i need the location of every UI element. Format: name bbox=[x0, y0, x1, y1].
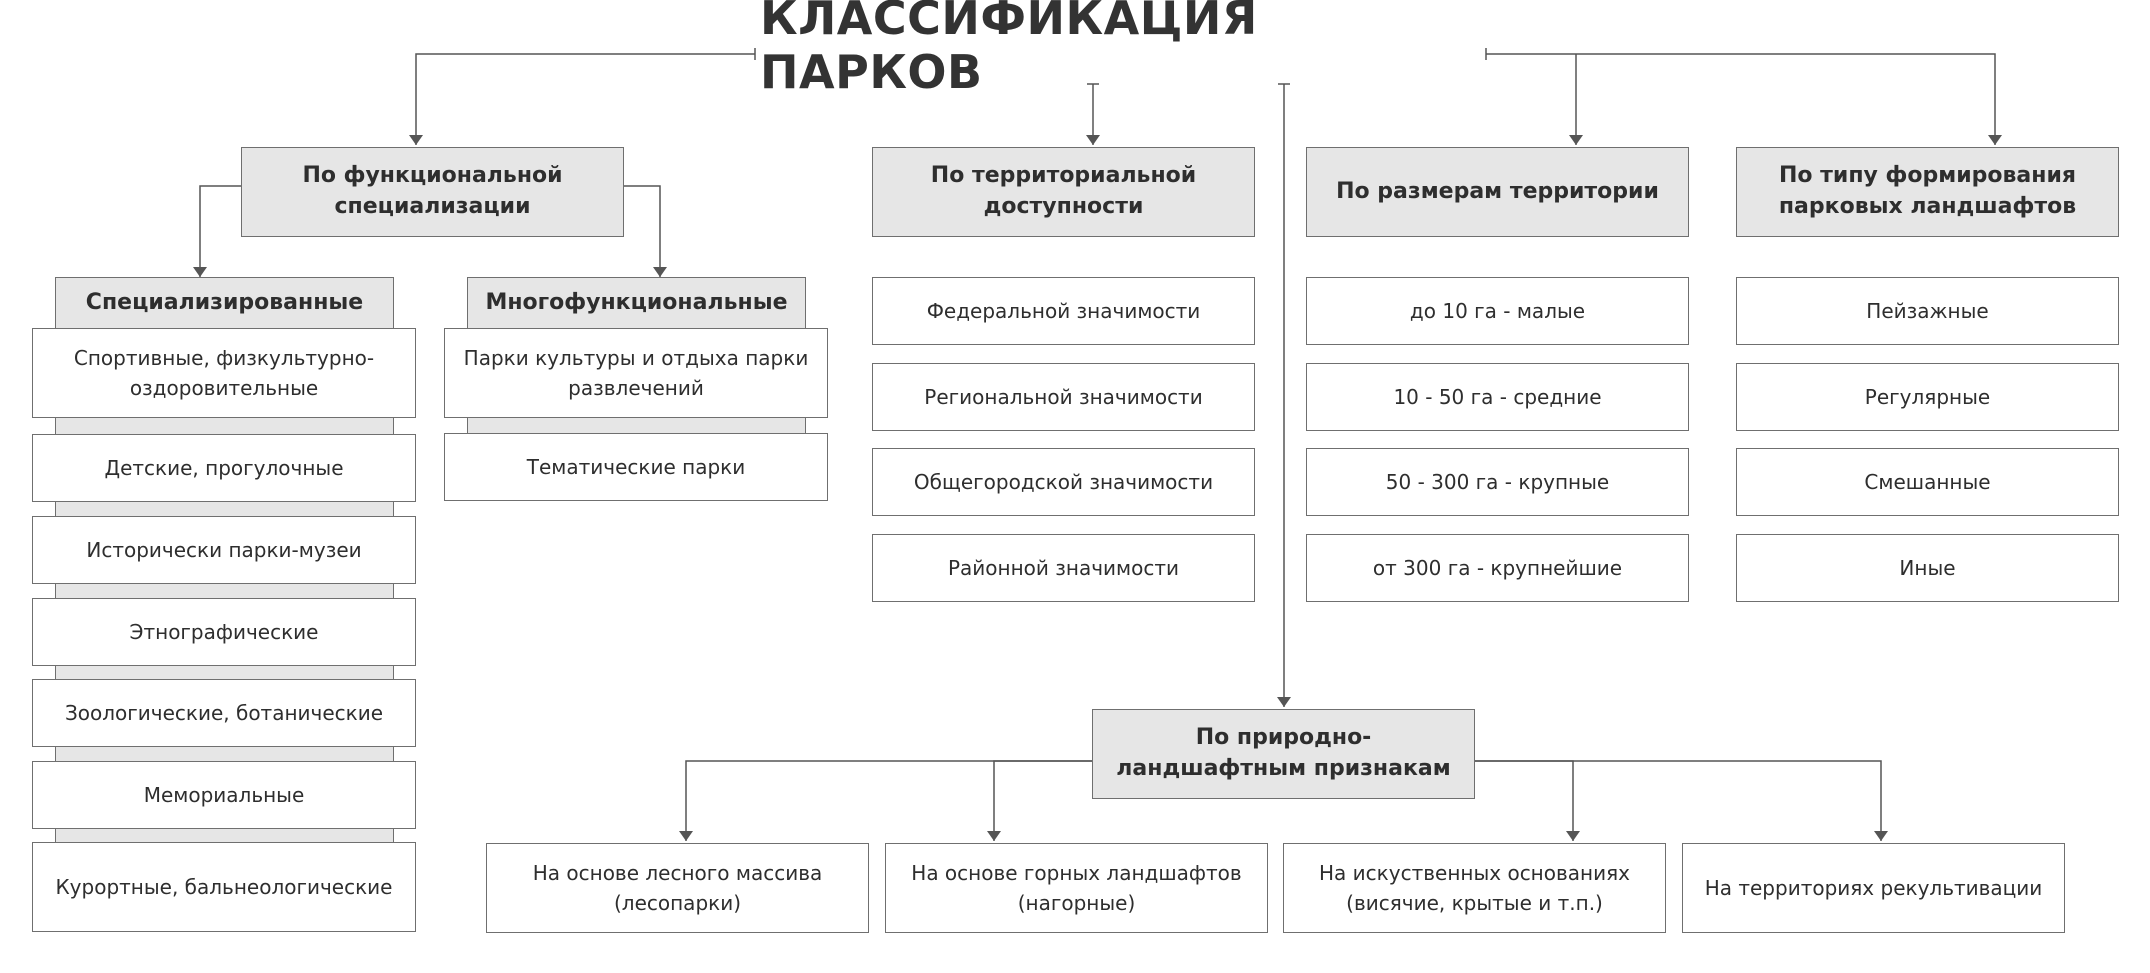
size-item: 10 - 50 га - средние bbox=[1306, 363, 1689, 431]
multifunctional-header: Многофункциональные bbox=[467, 277, 806, 329]
formation-item: Пейзажные bbox=[1736, 277, 2119, 345]
size-item: до 10 га - малые bbox=[1306, 277, 1689, 345]
specialized-item: Этнографические bbox=[32, 598, 416, 666]
specialized-item: Зоологические, ботанические bbox=[32, 679, 416, 747]
connector-natural-reclamation bbox=[1475, 760, 1888, 841]
territorial-item: Районной значимости bbox=[872, 534, 1255, 602]
specialized-item: Курортные, бальнеологические bbox=[32, 842, 416, 932]
formation-item: Иные bbox=[1736, 534, 2119, 602]
functional-category-box: По функциональной специализации bbox=[241, 147, 624, 237]
size-item: от 300 га - крупнейшие bbox=[1306, 534, 1689, 602]
connector-title-formation bbox=[1486, 53, 2002, 145]
territorial-category-box: По территориальной доступности bbox=[872, 147, 1255, 237]
specialized-item: Детские, прогулочные bbox=[32, 434, 416, 502]
territorial-item: Региональной значимости bbox=[872, 363, 1255, 431]
specialized-item: Исторически парки-музеи bbox=[32, 516, 416, 584]
territorial-item: Общегородской значимости bbox=[872, 448, 1255, 516]
connector-functional-multifunctional bbox=[624, 185, 667, 277]
formation-item: Смешанные bbox=[1736, 448, 2119, 516]
multifunctional-item: Парки культуры и отдыха парки развлечени… bbox=[444, 328, 828, 418]
connector-title-functional bbox=[409, 53, 755, 145]
connector-natural-artificial bbox=[1475, 760, 1580, 841]
specialized-item: Спортивные, физкультурно-оздоровительные bbox=[32, 328, 416, 418]
natural-item: На искуственных основаниях (висячие, кры… bbox=[1283, 843, 1666, 933]
natural-item: На основе горных ландшафтов (нагорные) bbox=[885, 843, 1268, 933]
territorial-item: Федеральной значимости bbox=[872, 277, 1255, 345]
connector-natural-forest bbox=[679, 760, 1092, 841]
specialized-item: Мемориальные bbox=[32, 761, 416, 829]
natural-item: На основе лесного массива (лесопарки) bbox=[486, 843, 869, 933]
connector-natural-mountain bbox=[987, 760, 1092, 841]
size-item: 50 - 300 га - крупные bbox=[1306, 448, 1689, 516]
specialized-header: Специализированные bbox=[55, 277, 394, 329]
page-title: КЛАССИФИКАЦИЯ ПАРКОВ bbox=[760, 0, 1258, 99]
formation-item: Регулярные bbox=[1736, 363, 2119, 431]
natural-item: На территориях рекультивации bbox=[1682, 843, 2065, 933]
formation-category-box: По типу формирования парковых ландшафтов bbox=[1736, 147, 2119, 237]
connector-functional-specialized bbox=[193, 185, 241, 277]
multifunctional-item: Тематические парки bbox=[444, 433, 828, 501]
size-category-box: По размерам территории bbox=[1306, 147, 1689, 237]
natural-category-box: По природно-ландшафтным признакам bbox=[1092, 709, 1475, 799]
